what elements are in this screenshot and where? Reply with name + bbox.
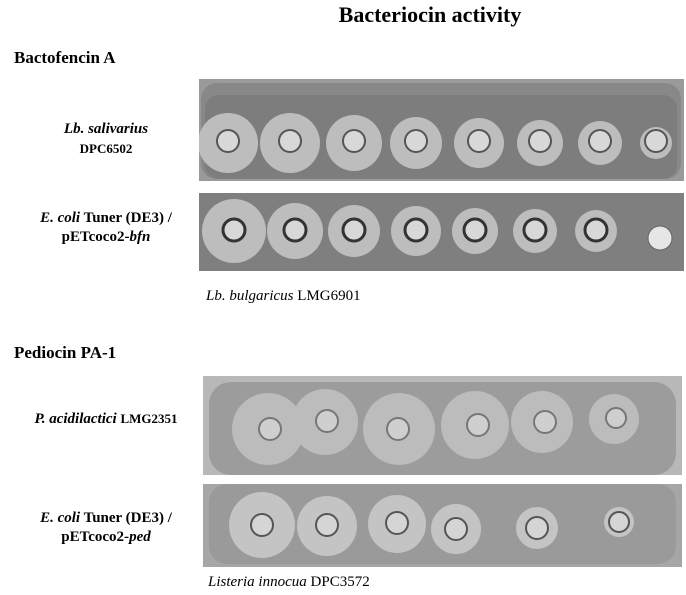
section-title-pediocin: Pediocin PA-1 bbox=[14, 343, 117, 362]
species-rest: Tuner (DE3) / bbox=[83, 210, 172, 226]
species-name: P. acidilactici bbox=[34, 411, 117, 427]
indicator-strain: LMG6901 bbox=[297, 288, 361, 304]
indicator-species: Listeria innocua bbox=[208, 574, 307, 590]
indicator-strain: DPC3572 bbox=[310, 574, 370, 590]
plate-photo bbox=[199, 193, 684, 271]
species-name: Lb. salivarius bbox=[63, 121, 149, 137]
plate-photo bbox=[203, 376, 682, 475]
agar-plate-image bbox=[203, 376, 682, 475]
species-rest: Tuner (DE3) / bbox=[83, 510, 172, 526]
gene-name: bfn bbox=[129, 229, 151, 245]
row-label-ecoli-ped: E. coli Tuner (DE3) / pETcoco2-ped bbox=[6, 509, 206, 547]
plate-photo bbox=[199, 79, 684, 181]
plasmid-name: pETcoco2- bbox=[61, 229, 130, 245]
plate-photo bbox=[203, 484, 682, 567]
section-title-bactofencin: Bactofencin A bbox=[14, 48, 116, 67]
gene-name: ped bbox=[129, 529, 151, 545]
strain-name: DPC6502 bbox=[79, 141, 133, 156]
agar-plate-image bbox=[203, 484, 682, 567]
agar-plate-image bbox=[199, 193, 684, 271]
species-name: E. coli bbox=[40, 510, 81, 526]
plasmid-name: pETcoco2- bbox=[61, 529, 130, 545]
figure-title: Bacteriocin activity bbox=[338, 2, 522, 27]
row-label-lb-salivarius: Lb. salivarius DPC6502 bbox=[16, 120, 196, 158]
row-label-p-acidilactici: P. acidilactici LMG2351 bbox=[12, 409, 200, 429]
species-name: E. coli bbox=[40, 210, 81, 226]
indicator-caption: Listeria innocua DPC3572 bbox=[208, 574, 370, 591]
row-label-ecoli-bfn: E. coli Tuner (DE3) / pETcoco2-bfn bbox=[6, 209, 206, 247]
strain-name: LMG2351 bbox=[120, 411, 178, 426]
indicator-caption: Lb. bulgaricus LMG6901 bbox=[206, 288, 361, 305]
agar-plate-image bbox=[199, 79, 684, 181]
indicator-species: Lb. bulgaricus bbox=[206, 288, 294, 304]
